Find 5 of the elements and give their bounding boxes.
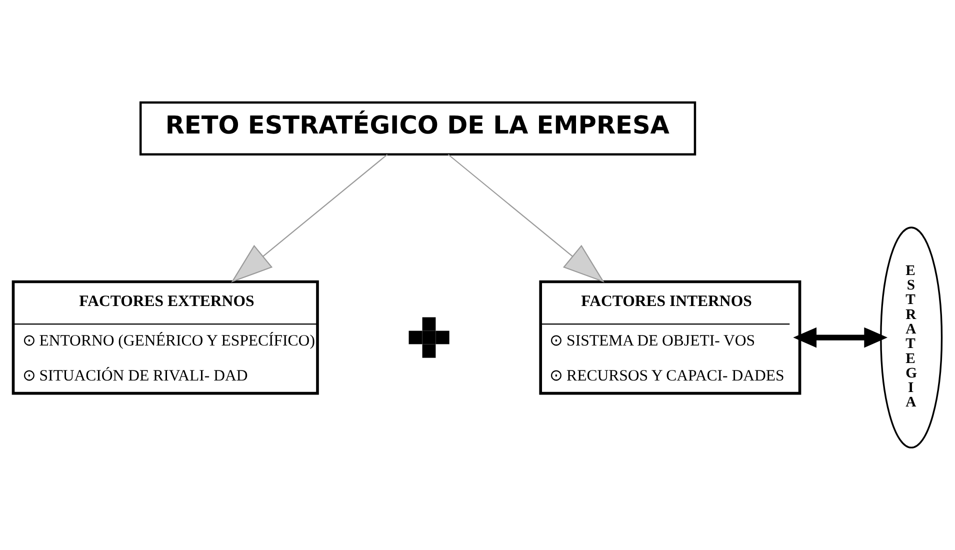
arrow: [448, 154, 604, 283]
node-ellipse: ESTRATEGIA: [880, 226, 943, 448]
arrow: [793, 327, 888, 348]
arrow: [231, 154, 388, 283]
node-box: RETO ESTRATÉGICO DE LA EMPRESA: [139, 101, 696, 156]
